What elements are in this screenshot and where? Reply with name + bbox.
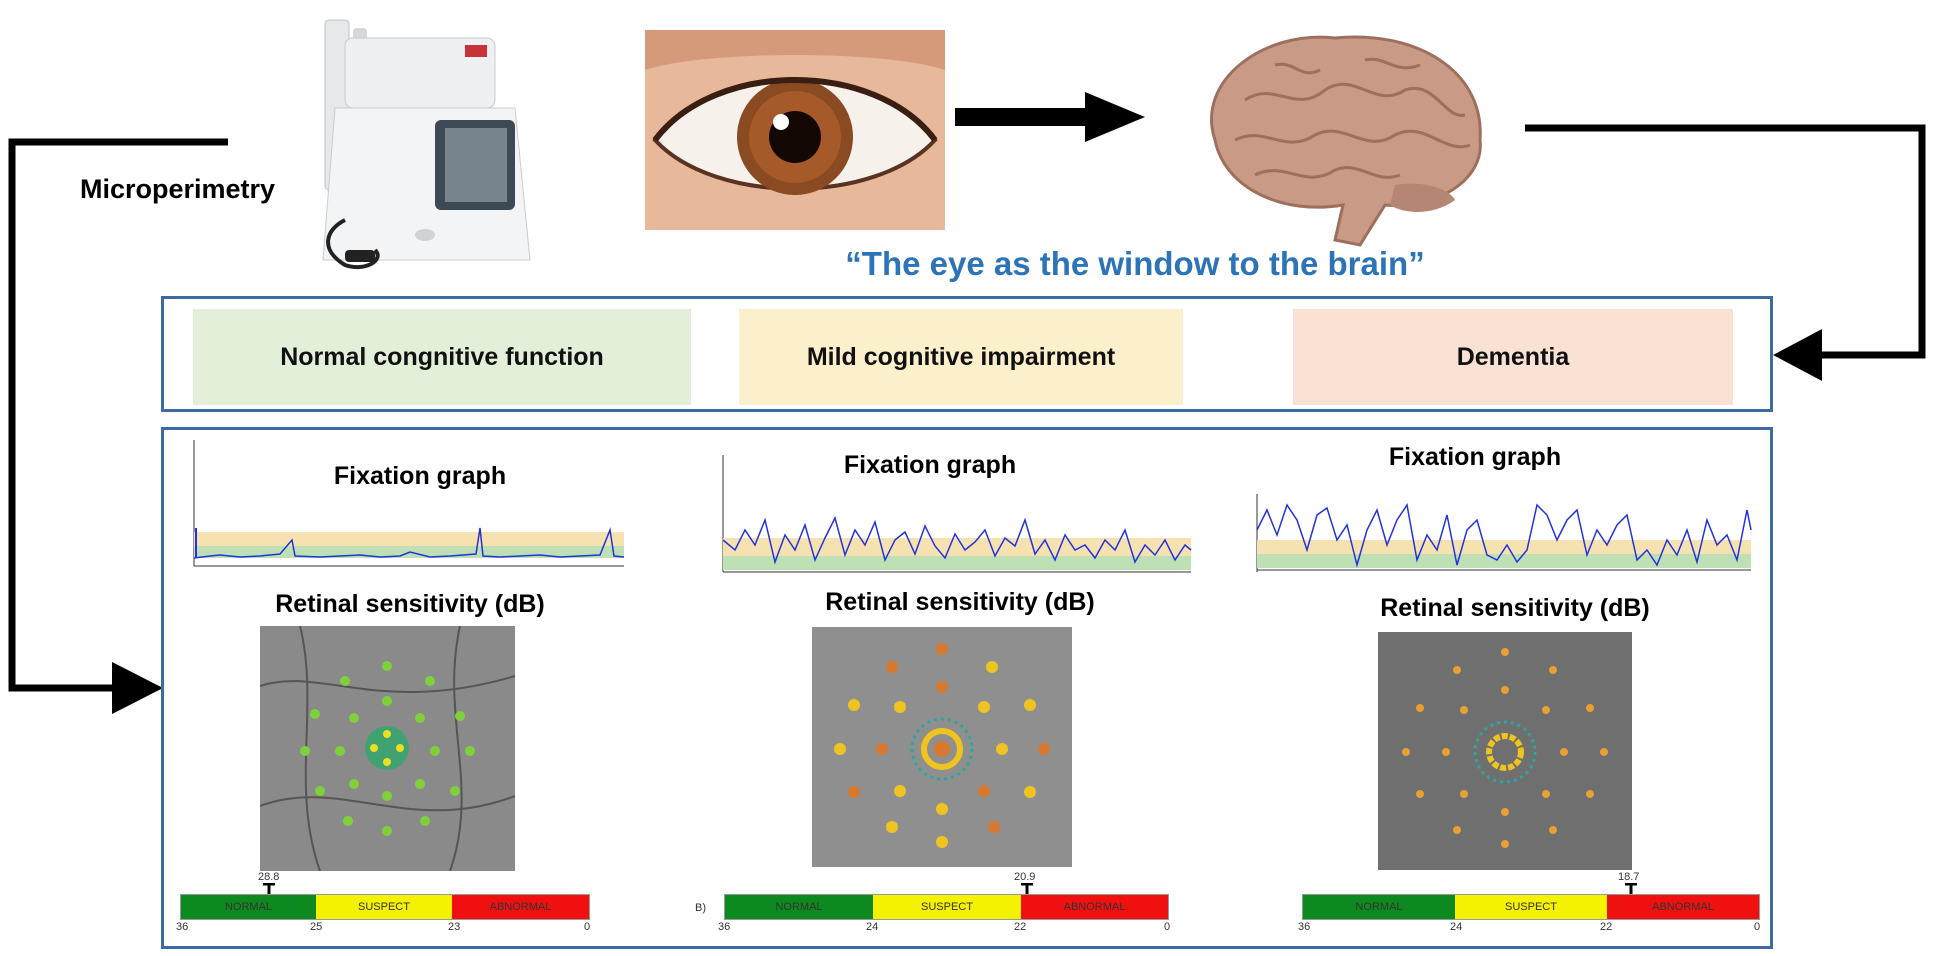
retinal-sensitivity-map: [260, 626, 515, 871]
scale-tick: 36: [176, 921, 189, 933]
scale-normal: NORMAL: [181, 895, 316, 919]
category-dementia: Dementia: [1293, 309, 1733, 405]
scale-marker-icon: [263, 883, 275, 894]
scale-marker-value: 20.9: [1014, 871, 1036, 883]
brain-image: [1210, 35, 1482, 247]
scale-suspect: SUSPECT: [316, 895, 452, 919]
results-box: [161, 427, 1773, 949]
category-normal-label: Normal congnitive function: [280, 342, 604, 371]
scale-marker-icon: [1625, 883, 1637, 894]
scale-abnormal: ABNORMAL: [1021, 895, 1168, 919]
fixation-graph: [193, 440, 625, 567]
scale-tick: 22: [1014, 921, 1027, 933]
sensitivity-scale-bar: NORMAL SUSPECT ABNORMAL: [724, 894, 1169, 920]
fixation-graph-title: Fixation graph: [843, 451, 1017, 479]
fixation-graph: [1256, 494, 1752, 572]
scale-tick: 0: [1164, 921, 1171, 933]
retinal-sensitivity-map: [812, 627, 1072, 867]
scale-tick: 24: [1450, 921, 1463, 933]
category-dementia-label: Dementia: [1456, 342, 1570, 371]
fixation-graph-title: Fixation graph: [1388, 443, 1562, 471]
scale-suspect: SUSPECT: [873, 895, 1021, 919]
scale-tick: 23: [448, 921, 461, 933]
fixation-graph-title: Fixation graph: [333, 462, 507, 490]
retinal-sensitivity-title: Retinal sensitivity (dB): [275, 590, 545, 618]
retinal-sensitivity-title: Retinal sensitivity (dB): [1380, 594, 1650, 622]
scale-marker-icon: [1021, 883, 1033, 894]
scale-tick: 25: [310, 921, 323, 933]
category-box: Normal congnitive function Mild cognitiv…: [161, 296, 1773, 412]
scale-abnormal: ABNORMAL: [1607, 895, 1759, 919]
scale-tick: 0: [584, 921, 591, 933]
arrow-right-icon: [955, 92, 1145, 142]
scale-marker-value: 28.8: [258, 871, 280, 883]
retinal-sensitivity-map: [1378, 632, 1632, 870]
scale-tick: 24: [866, 921, 879, 933]
category-mci: Mild cognitive impairment: [739, 309, 1183, 405]
scale-tick: 22: [1600, 921, 1613, 933]
scale-normal: NORMAL: [725, 895, 873, 919]
category-mci-label: Mild cognitive impairment: [806, 342, 1116, 371]
scale-suspect: SUSPECT: [1455, 895, 1607, 919]
scale-abnormal: ABNORMAL: [452, 895, 589, 919]
retinal-sensitivity-title: Retinal sensitivity (dB): [825, 588, 1095, 616]
eye-image: [645, 30, 945, 230]
fixation-graph: [722, 455, 1192, 573]
microperimeter-device-image: [322, 19, 531, 270]
panel-label: B): [695, 902, 706, 914]
scale-normal: NORMAL: [1303, 895, 1455, 919]
microperimetry-label: Microperimetry: [80, 174, 276, 204]
sensitivity-scale-bar: NORMAL SUSPECT ABNORMAL: [180, 894, 590, 920]
scale-tick: 36: [718, 921, 731, 933]
category-normal: Normal congnitive function: [193, 309, 691, 405]
scale-tick: 0: [1754, 921, 1761, 933]
scale-tick: 36: [1298, 921, 1311, 933]
quote-caption: “The eye as the window to the brain”: [845, 245, 1425, 282]
scale-marker-value: 18.7: [1618, 871, 1640, 883]
sensitivity-scale-bar: NORMAL SUSPECT ABNORMAL: [1302, 894, 1760, 920]
